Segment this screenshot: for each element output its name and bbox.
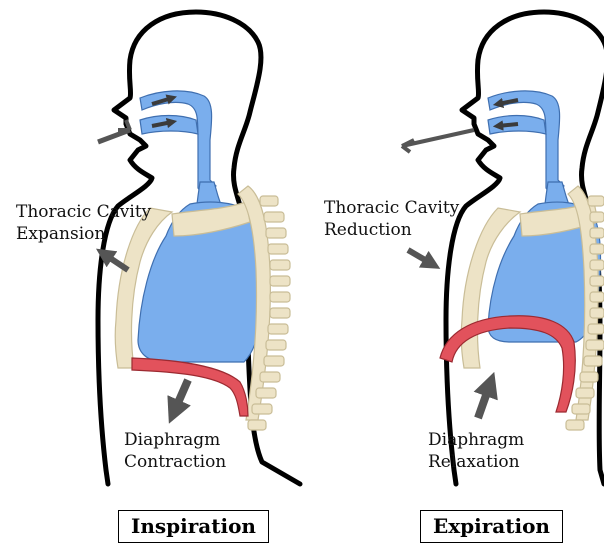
diaphragm-label-left-line2: Contraction: [124, 452, 226, 472]
outflow-arrow: [402, 130, 474, 146]
expiration-title: Expiration: [420, 510, 563, 543]
relaxation-arrow: [478, 384, 490, 418]
inspiration-panel: [98, 12, 300, 484]
cavity-label-right-line1: Thoracic Cavity: [324, 198, 459, 218]
diaphragm-label-left-line1: Diaphragm: [124, 430, 220, 450]
expiration-panel: [402, 12, 604, 484]
inspiration-title: Inspiration: [118, 510, 269, 543]
reduction-arrow: [408, 250, 432, 264]
diaphragm-label-right-line1: Diaphragm: [428, 430, 524, 450]
oral-airway: [140, 116, 198, 135]
diaphragm-label-right-line2: Relaxation: [428, 452, 520, 472]
air-arrow-mouth: [498, 124, 518, 126]
diaphragm: [132, 358, 248, 416]
contraction-arrow: [174, 380, 188, 412]
cavity-label-left-line1: Thoracic Cavity: [16, 202, 151, 222]
cavity-label-right-line2: Reduction: [324, 220, 412, 240]
cavity-label-left-line2: Expansion: [16, 224, 105, 244]
